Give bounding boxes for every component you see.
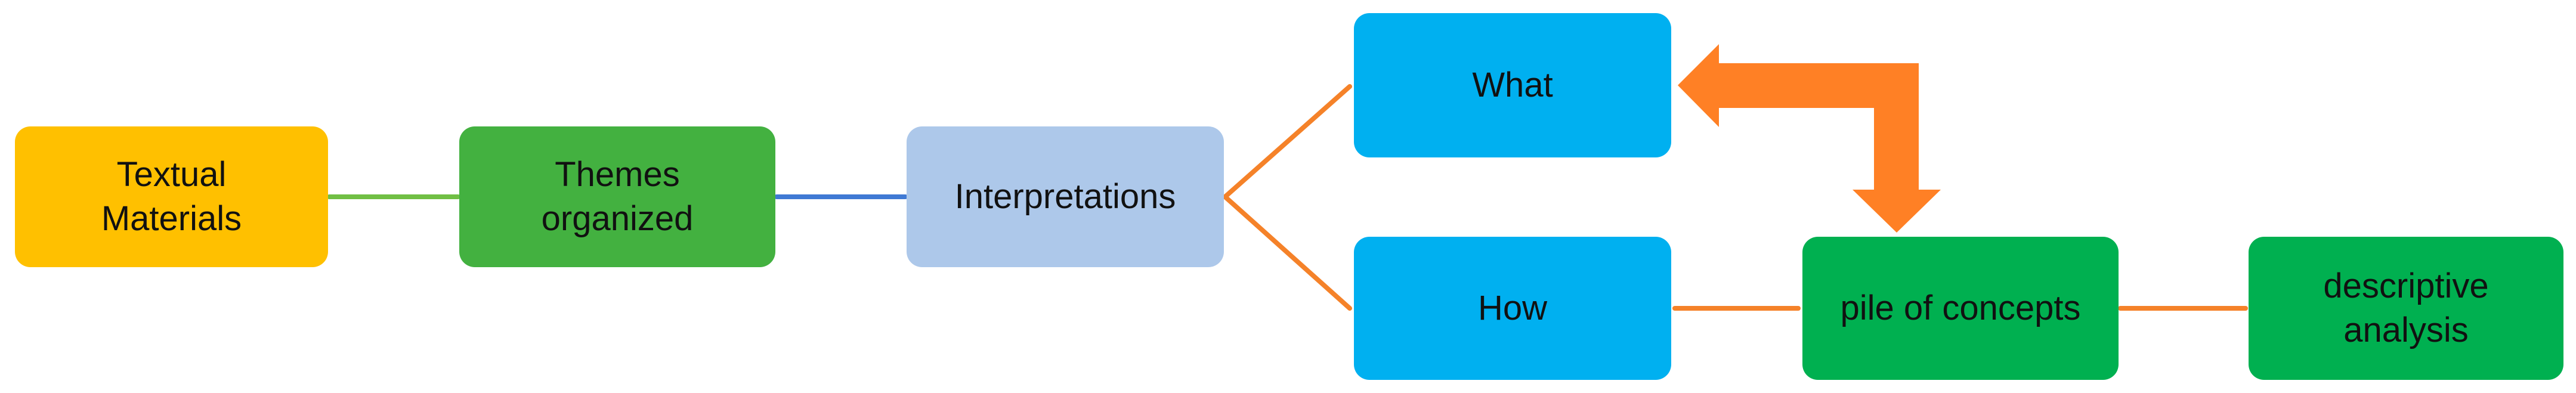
- node-label: How: [1477, 289, 1548, 327]
- node-descriptive-analysis: descriptive analysis: [2249, 237, 2563, 380]
- node-label: Textual Materials: [101, 155, 242, 238]
- connector-interpretations-to-how: [1223, 194, 1352, 311]
- bidirectional-arrow: [1678, 44, 1941, 233]
- node-pile-of-concepts: pile of concepts: [1802, 237, 2119, 380]
- connector-interpretations-to-what: [1223, 84, 1352, 199]
- node-what: What: [1354, 13, 1671, 157]
- node-label: descriptive analysis: [2323, 267, 2489, 349]
- node-how: How: [1354, 237, 1671, 380]
- node-textual-materials: Textual Materials: [15, 126, 328, 267]
- node-label: What: [1472, 66, 1553, 104]
- node-label: Interpretations: [954, 177, 1176, 216]
- node-label: pile of concepts: [1840, 289, 2081, 327]
- node-label: Themes organized: [541, 155, 694, 238]
- node-themes-organized: Themes organized: [459, 126, 775, 267]
- node-interpretations: Interpretations: [907, 126, 1224, 267]
